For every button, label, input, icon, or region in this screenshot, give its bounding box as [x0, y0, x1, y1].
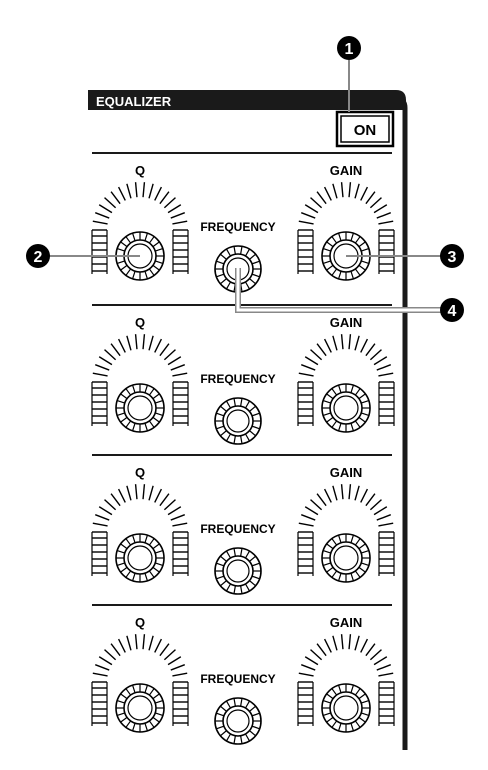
frequency-knob[interactable] [214, 697, 262, 745]
eq-band-3: Q GAIN FREQUENCY [91, 465, 395, 595]
frequency-label: FREQUENCY [200, 672, 275, 686]
svg-text:2: 2 [34, 249, 43, 266]
q-knob[interactable] [91, 334, 189, 433]
q-knob[interactable] [91, 634, 189, 733]
q-knob-meter [91, 182, 189, 274]
band-separators [92, 152, 392, 606]
gain-knob-meter [297, 334, 395, 426]
eq-bands: Q GAIN FREQUENCY Q GAIN FREQUENCY Q GAIN FREQUEN… [91, 163, 395, 745]
eq-band-4: Q GAIN FREQUENCY [91, 615, 395, 745]
callout-1: 1 [337, 36, 361, 60]
q-knob-meter [91, 484, 189, 576]
q-knob-meter [91, 634, 189, 726]
frequency-label: FREQUENCY [200, 522, 275, 536]
leader-lines [46, 60, 442, 313]
gain-knob[interactable] [297, 334, 395, 433]
gain-knob-dial[interactable] [321, 533, 371, 583]
gain-knob-dial[interactable] [321, 383, 371, 433]
eq-band-2: Q GAIN FREQUENCY [91, 315, 395, 445]
callout-3: 3 [440, 244, 464, 268]
gain-knob[interactable] [297, 634, 395, 733]
frequency-label: FREQUENCY [200, 372, 275, 386]
q-knob-dial[interactable] [115, 533, 165, 583]
eq-band-1: Q GAIN FREQUENCY [91, 163, 395, 293]
frequency-knob[interactable] [214, 547, 262, 595]
q-knob-dial[interactable] [115, 383, 165, 433]
panel-title: EQUALIZER [96, 94, 172, 109]
q-knob[interactable] [91, 182, 189, 281]
gain-knob-meter [297, 634, 395, 726]
svg-text:4: 4 [448, 303, 457, 320]
panel-header-fill [88, 90, 396, 110]
q-knob[interactable] [91, 484, 189, 583]
q-label: Q [135, 163, 145, 178]
gain-knob-dial[interactable] [321, 683, 371, 733]
gain-label: GAIN [330, 615, 363, 630]
q-knob-meter [91, 334, 189, 426]
gain-label: GAIN [330, 315, 363, 330]
callout-2: 2 [26, 244, 50, 268]
gain-label: GAIN [330, 163, 363, 178]
q-label: Q [135, 615, 145, 630]
gain-knob-meter [297, 484, 395, 576]
q-label: Q [135, 465, 145, 480]
q-knob-dial[interactable] [115, 683, 165, 733]
on-button-label: ON [354, 122, 377, 139]
frequency-knob[interactable] [214, 397, 262, 445]
gain-label: GAIN [330, 465, 363, 480]
gain-knob[interactable] [297, 182, 395, 281]
callout-4: 4 [440, 298, 464, 322]
q-label: Q [135, 315, 145, 330]
svg-text:1: 1 [345, 41, 354, 58]
equalizer-panel: EQUALIZER [88, 90, 408, 750]
frequency-label: FREQUENCY [200, 220, 275, 234]
gain-knob-dial[interactable] [321, 231, 371, 281]
gain-knob-meter [297, 182, 395, 274]
panel-header-corner [396, 90, 406, 110]
on-button[interactable]: ON [335, 110, 395, 148]
gain-knob[interactable] [297, 484, 395, 583]
svg-text:3: 3 [448, 249, 457, 266]
